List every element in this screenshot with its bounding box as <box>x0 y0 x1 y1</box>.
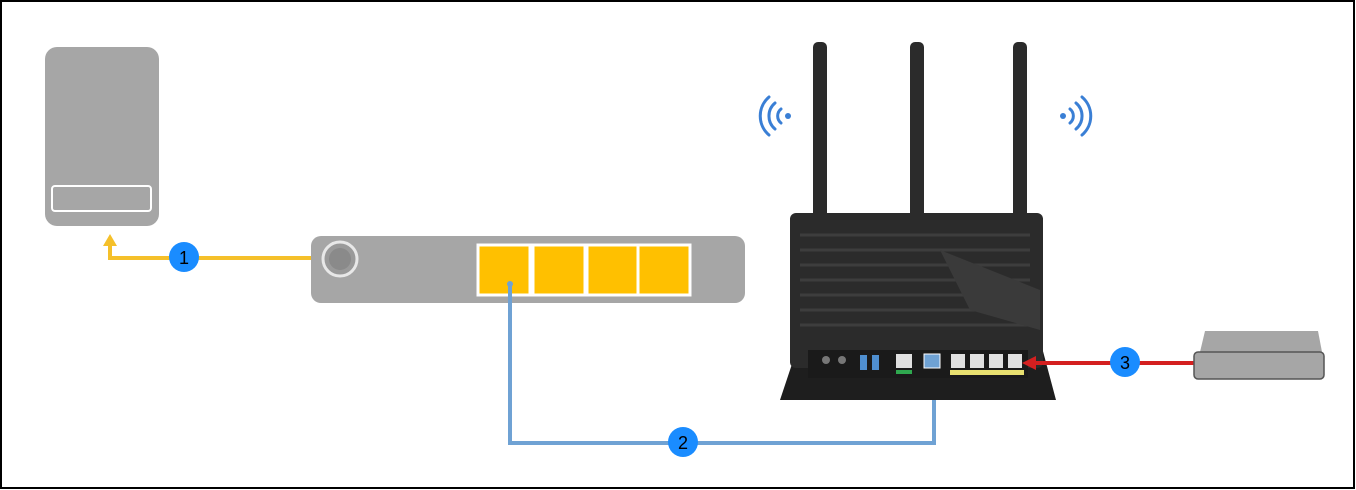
desktop-computer-icon <box>1193 331 1325 380</box>
connection-badge-2: 2 <box>668 427 698 457</box>
router-wan-port <box>923 353 941 369</box>
modem-lan-port <box>476 243 532 297</box>
modem-lan-port-2 <box>531 243 587 297</box>
wifi-signal-right-icon <box>1060 95 1093 137</box>
antenna-right <box>1013 42 1027 222</box>
badge-label-3: 3 <box>1120 353 1130 373</box>
modem-lan-port-3 <box>585 243 641 297</box>
cable-1 <box>103 234 335 260</box>
connection-badge-3: 3 <box>1110 347 1140 377</box>
antenna-middle <box>910 42 924 222</box>
connection-badge-1: 1 <box>169 242 199 272</box>
cable-2 <box>507 281 936 445</box>
badge-label-2: 2 <box>678 433 688 453</box>
badge-label-1: 1 <box>179 248 189 268</box>
modem-lan-ports <box>476 243 692 297</box>
modem-icon <box>311 236 745 303</box>
router-lan-port <box>1008 354 1022 368</box>
arrow-left-icon <box>1022 356 1036 370</box>
wall-outlet-icon <box>45 47 159 226</box>
antenna-left <box>813 42 827 222</box>
wifi-router-icon <box>780 42 1056 400</box>
modem-lan-port-4 <box>636 243 692 297</box>
arrow-up-icon <box>103 234 117 246</box>
wifi-signal-left-icon <box>758 95 791 137</box>
